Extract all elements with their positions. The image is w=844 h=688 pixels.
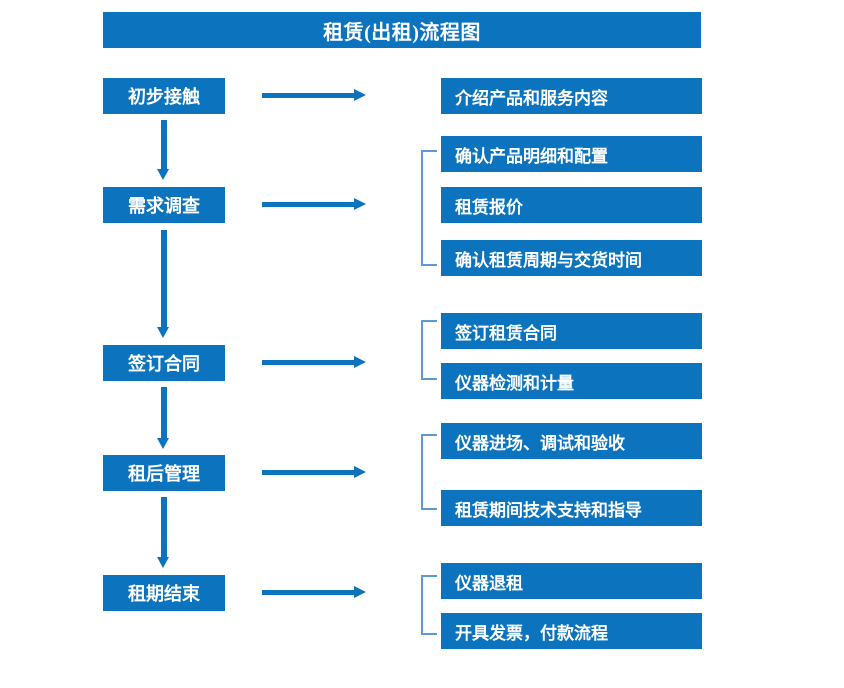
arrow-shaft xyxy=(262,590,354,595)
arrow-head xyxy=(354,586,366,598)
task-box-6[interactable]: 仪器检测和计量 xyxy=(441,363,702,399)
arrow-shaft xyxy=(161,230,167,327)
arrow-head xyxy=(354,89,366,101)
stage-box-3[interactable]: 签订合同 xyxy=(103,345,225,381)
diagram-title: 租赁(出租)流程图 xyxy=(103,12,701,48)
group-bracket-3 xyxy=(421,320,437,380)
group-bracket-5 xyxy=(421,575,437,635)
down-flow-arrow-1 xyxy=(157,120,170,180)
task-box-7[interactable]: 仪器进场、调试和验收 xyxy=(441,423,702,459)
arrow-shaft xyxy=(262,360,354,365)
arrow-shaft xyxy=(262,93,354,98)
task-box-4[interactable]: 确认租赁周期与交货时间 xyxy=(441,240,702,276)
task-box-1[interactable]: 介绍产品和服务内容 xyxy=(441,78,702,114)
task-box-10[interactable]: 开具发票，付款流程 xyxy=(441,613,702,649)
right-flow-arrow-2 xyxy=(262,198,366,211)
arrow-shaft xyxy=(161,387,167,438)
task-box-2[interactable]: 确认产品明细和配置 xyxy=(441,136,702,172)
arrow-head xyxy=(354,198,366,210)
task-box-9[interactable]: 仪器退租 xyxy=(441,563,702,599)
down-flow-arrow-3 xyxy=(157,387,170,449)
arrow-shaft xyxy=(262,202,354,207)
right-flow-arrow-1 xyxy=(262,89,366,102)
right-flow-arrow-3 xyxy=(262,356,366,369)
stage-box-4[interactable]: 租后管理 xyxy=(103,455,225,491)
arrow-head xyxy=(354,466,366,478)
task-box-8[interactable]: 租赁期间技术支持和指导 xyxy=(441,490,702,526)
group-bracket-4 xyxy=(421,434,437,510)
right-flow-arrow-4 xyxy=(262,466,366,479)
arrow-head xyxy=(354,356,366,368)
task-box-3[interactable]: 租赁报价 xyxy=(441,187,702,223)
arrow-shaft xyxy=(161,497,167,557)
arrow-head xyxy=(157,438,169,449)
arrow-head xyxy=(157,327,169,338)
stage-box-1[interactable]: 初步接触 xyxy=(103,78,225,114)
group-bracket-2 xyxy=(421,150,437,266)
down-flow-arrow-4 xyxy=(157,497,170,568)
stage-box-2[interactable]: 需求调查 xyxy=(103,187,225,223)
arrow-shaft xyxy=(161,120,167,169)
down-flow-arrow-2 xyxy=(157,230,170,338)
arrow-shaft xyxy=(262,470,354,475)
arrow-head xyxy=(157,169,169,180)
task-box-5[interactable]: 签订租赁合同 xyxy=(441,313,702,349)
right-flow-arrow-5 xyxy=(262,586,366,599)
stage-box-5[interactable]: 租期结束 xyxy=(103,575,225,611)
arrow-head xyxy=(157,557,169,568)
